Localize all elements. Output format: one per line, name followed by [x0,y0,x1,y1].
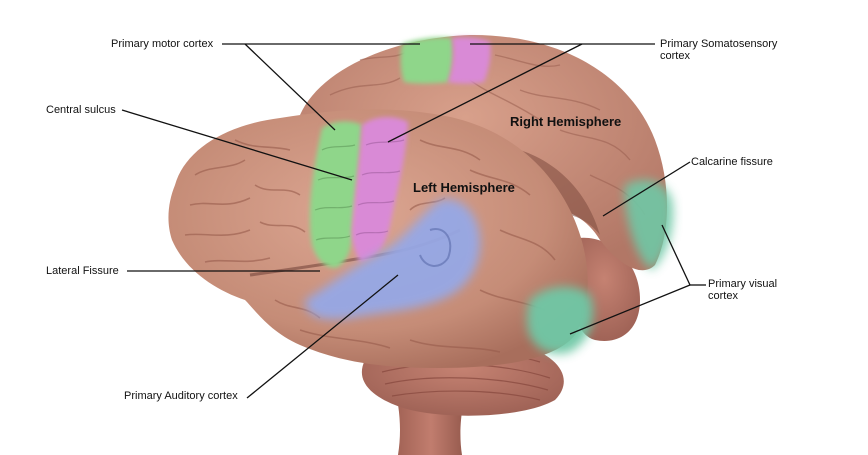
label-right-hemisphere: Right Hemisphere [510,114,622,129]
left-gyri [184,139,556,353]
label-left-hemisphere: Left Hemisphere [413,180,515,195]
label-primary-somatosensory-line1: Primary Somatosensory [660,38,778,50]
left-somatosensory-region [352,117,408,262]
left-motor-region [309,121,362,268]
label-primary-visual-line1: Primary visual [708,278,778,290]
strip-gyri [314,144,356,241]
label-primary-auditory-cortex: Primary Auditory cortex [124,390,238,402]
label-primary-somatosensory-cortex: Primary Somatosensory cortex [660,38,777,62]
label-calcarine-fissure: Calcarine fissure [691,156,773,168]
label-lateral-fissure: Lateral Fissure [46,265,119,277]
left-visual-region [526,286,594,354]
label-primary-somatosensory-line2: cortex [660,50,690,62]
label-primary-visual-line2: cortex [708,290,738,302]
leader-lines [121,43,706,399]
right-motor-region [400,37,454,84]
label-primary-motor-cortex: Primary motor cortex [111,38,214,50]
label-primary-visual-cortex: Primary visual cortex [708,278,777,302]
right-somatosensory-region [448,37,491,84]
right-visual-region [624,180,674,270]
auditory-groove [419,228,452,267]
label-central-sulcus: Central sulcus [46,104,116,116]
